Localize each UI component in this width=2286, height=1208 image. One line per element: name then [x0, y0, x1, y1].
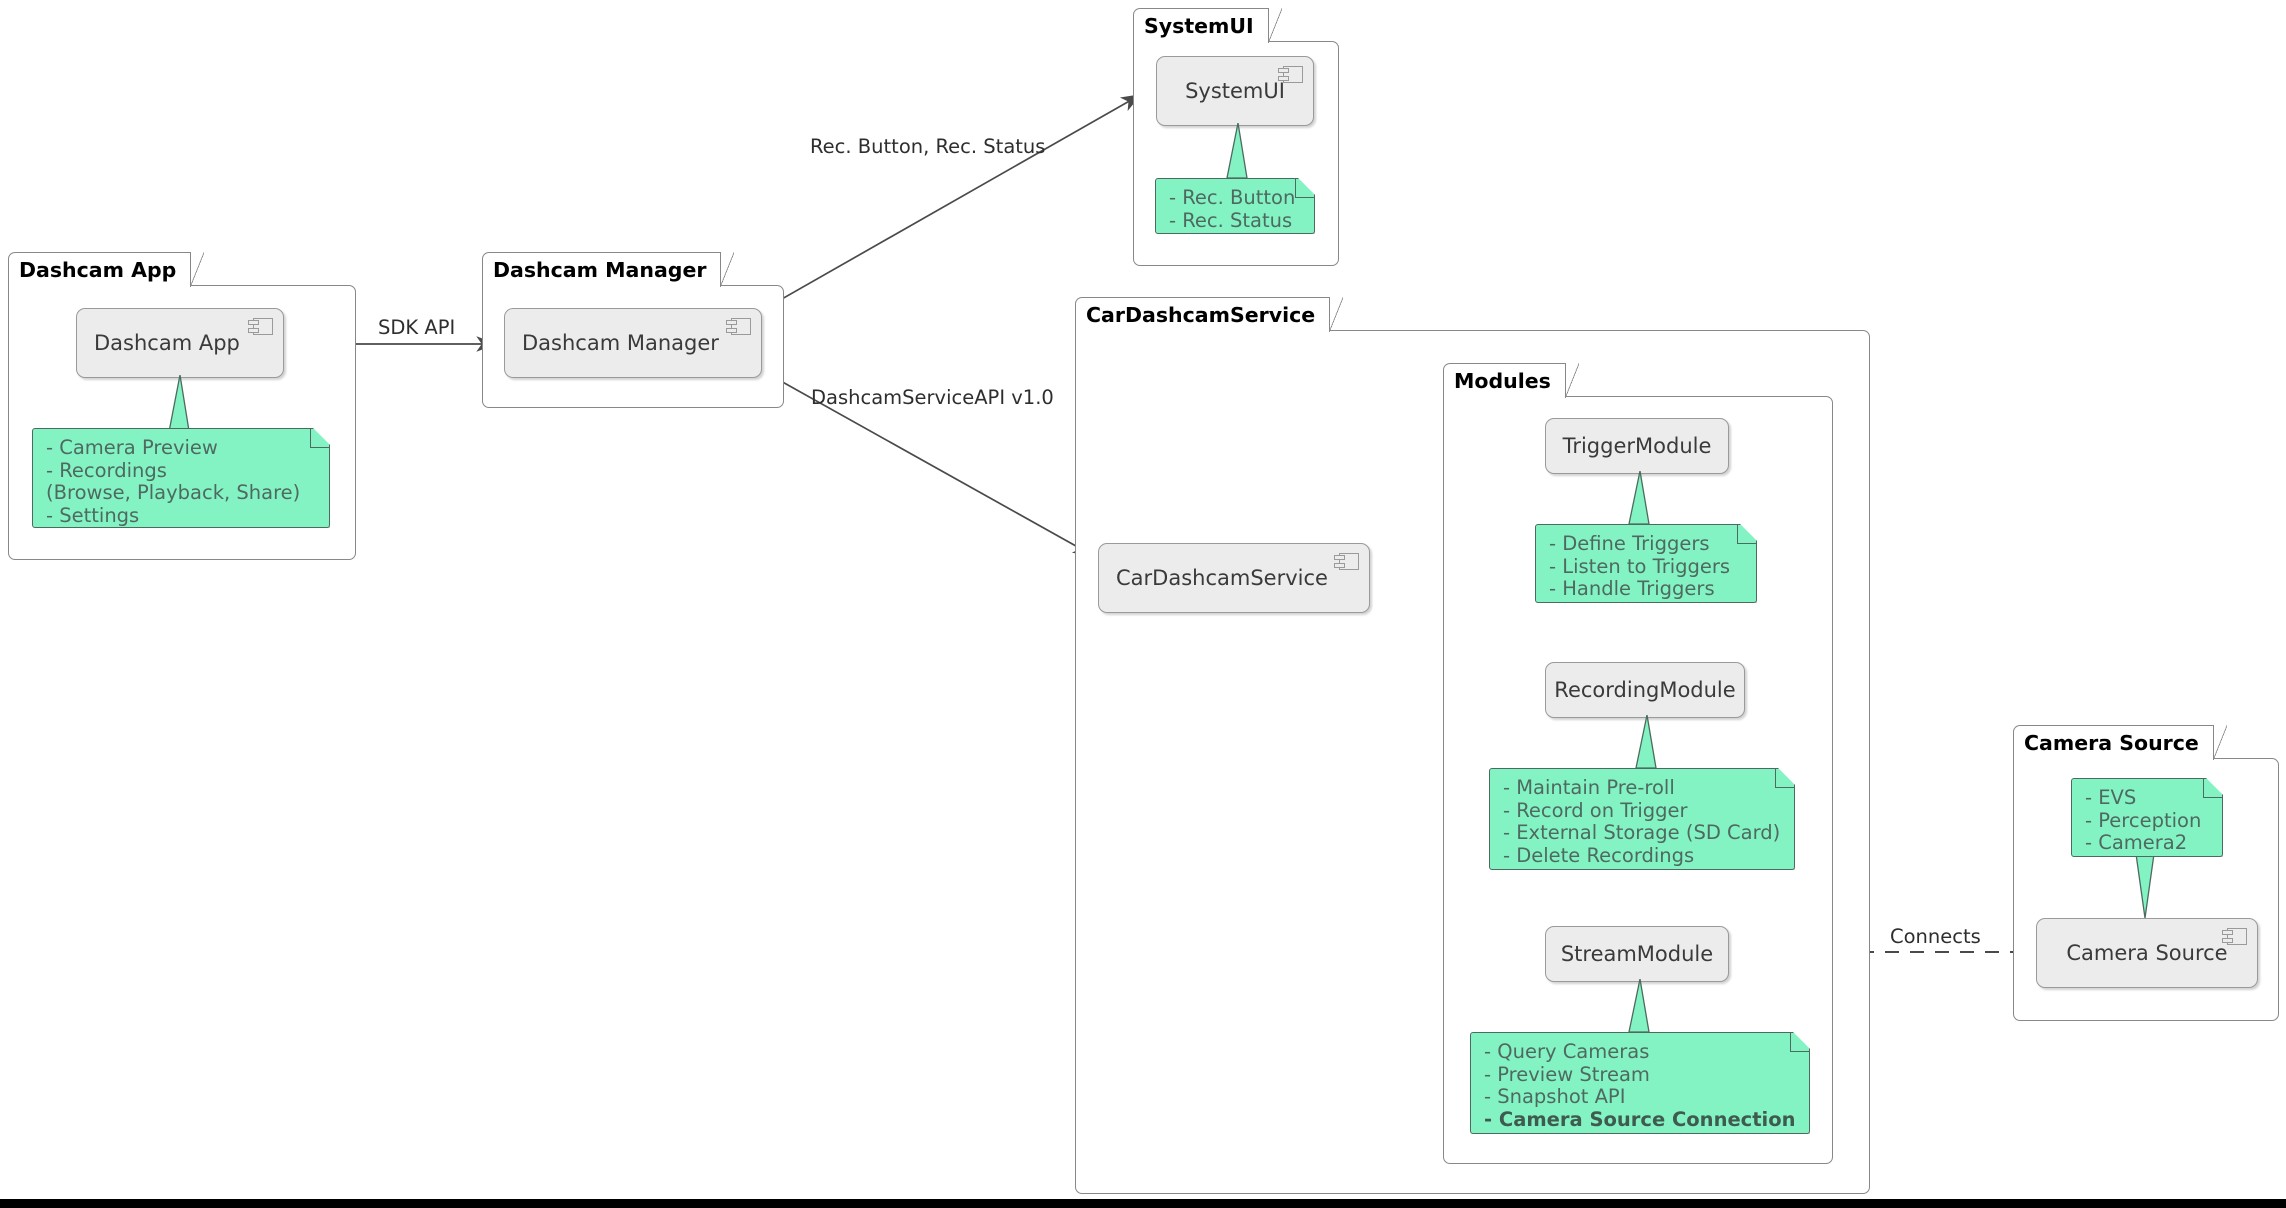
note-leader-system-ui	[1226, 123, 1248, 179]
edge-label-sdk-api: SDK API	[378, 316, 456, 339]
note-line: - Maintain Pre-roll	[1503, 776, 1675, 799]
note-line: - Rec. Status	[1169, 208, 1293, 232]
note-line: - Settings	[46, 503, 140, 527]
package-modules-label: Modules	[1454, 368, 1551, 393]
edge-label-connects: Connects	[1890, 925, 1981, 948]
note-line: - Perception	[2085, 808, 2202, 832]
module-trigger-module[interactable]: TriggerModule	[1545, 418, 1729, 474]
package-dashcam-manager-tab: Dashcam Manager	[482, 251, 735, 287]
package-dashcam-manager-label: Dashcam Manager	[493, 257, 707, 282]
edge-manager-to-service	[769, 374, 1094, 556]
note-leader-stream-module	[1628, 979, 1650, 1033]
note-line: - Camera2	[2085, 831, 2188, 854]
edge-manager-to-systemui	[744, 94, 1142, 321]
uml-component-icon	[1278, 66, 1303, 83]
note-leader-camera-source	[2135, 854, 2155, 919]
note-line: (Browse, Playback, Share)	[46, 481, 301, 504]
note-system-ui: - Rec. Button - Rec. Status	[1155, 178, 1315, 234]
component-system-ui-label: SystemUI	[1185, 79, 1285, 103]
note-line: - Preview Stream	[1484, 1062, 1650, 1086]
package-dashcam-app-tab: Dashcam App	[8, 251, 205, 287]
uml-component-icon	[248, 318, 273, 335]
note-trigger-module: - Define Triggers - Listen to Triggers -…	[1535, 524, 1757, 603]
note-line: - Rec. Button	[1169, 186, 1296, 209]
note-recording-module: - Maintain Pre-roll - Record on Trigger …	[1489, 768, 1795, 870]
note-dashcam-app: - Camera Preview - Recordings (Browse, P…	[32, 428, 330, 528]
note-line: - Snapshot API	[1484, 1085, 1626, 1108]
component-dashcam-app-label: Dashcam App	[94, 331, 240, 355]
package-system-ui-tab: SystemUI	[1133, 7, 1282, 43]
module-recording-module-label: RecordingModule	[1554, 678, 1736, 702]
uml-component-icon	[726, 318, 751, 335]
module-stream-module[interactable]: StreamModule	[1545, 926, 1729, 982]
component-car-dashcam-service[interactable]: CarDashcamService	[1098, 543, 1370, 613]
component-camera-source-label: Camera Source	[2066, 941, 2228, 965]
component-camera-source[interactable]: Camera Source	[2036, 918, 2258, 988]
note-line: - Recordings	[46, 458, 167, 482]
note-line: - Delete Recordings	[1503, 843, 1695, 867]
package-system-ui-label: SystemUI	[1144, 13, 1254, 38]
note-camera-source: - EVS - Perception - Camera2	[2071, 778, 2223, 857]
component-dashcam-app[interactable]: Dashcam App	[76, 308, 284, 378]
module-stream-module-label: StreamModule	[1560, 942, 1714, 966]
module-recording-module[interactable]: RecordingModule	[1545, 662, 1745, 718]
note-line: - Record on Trigger	[1503, 798, 1688, 822]
bottom-bar	[0, 1199, 2286, 1208]
note-leader-recording-module	[1635, 715, 1657, 769]
note-line: - External Storage (SD Card)	[1503, 821, 1781, 844]
uml-component-icon	[1334, 553, 1359, 570]
edge-label-dashcam-service-api: DashcamServiceAPI v1.0	[811, 386, 1054, 409]
note-leader-trigger-module	[1628, 471, 1650, 525]
package-camera-source-tab: Camera Source	[2013, 724, 2227, 760]
package-dashcam-app-label: Dashcam App	[19, 257, 177, 282]
note-line: - Define Triggers	[1549, 532, 1710, 555]
uml-component-icon	[2222, 928, 2247, 945]
note-line: - Handle Triggers	[1549, 577, 1715, 600]
package-modules-tab: Modules	[1443, 362, 1579, 398]
note-line: - Camera Preview	[46, 436, 218, 459]
component-dashcam-manager[interactable]: Dashcam Manager	[504, 308, 762, 378]
note-line: - Query Cameras	[1484, 1040, 1650, 1063]
package-car-dashcam-service-label: CarDashcamService	[1086, 302, 1316, 327]
component-car-dashcam-service-label: CarDashcamService	[1116, 566, 1328, 590]
note-line: - Listen to Triggers	[1549, 554, 1731, 578]
note-stream-module: - Query Cameras - Preview Stream - Snaps…	[1470, 1032, 1810, 1134]
component-dashcam-manager-label: Dashcam Manager	[522, 331, 719, 355]
package-car-dashcam-service-tab: CarDashcamService	[1075, 296, 1344, 332]
note-line: - EVS	[2085, 786, 2137, 809]
module-trigger-module-label: TriggerModule	[1562, 434, 1712, 458]
component-system-ui[interactable]: SystemUI	[1156, 56, 1314, 126]
note-line-bold: - Camera Source Connection	[1484, 1107, 1796, 1131]
edge-label-rec-button-status: Rec. Button, Rec. Status	[810, 135, 1046, 158]
package-camera-source-label: Camera Source	[2024, 730, 2199, 755]
